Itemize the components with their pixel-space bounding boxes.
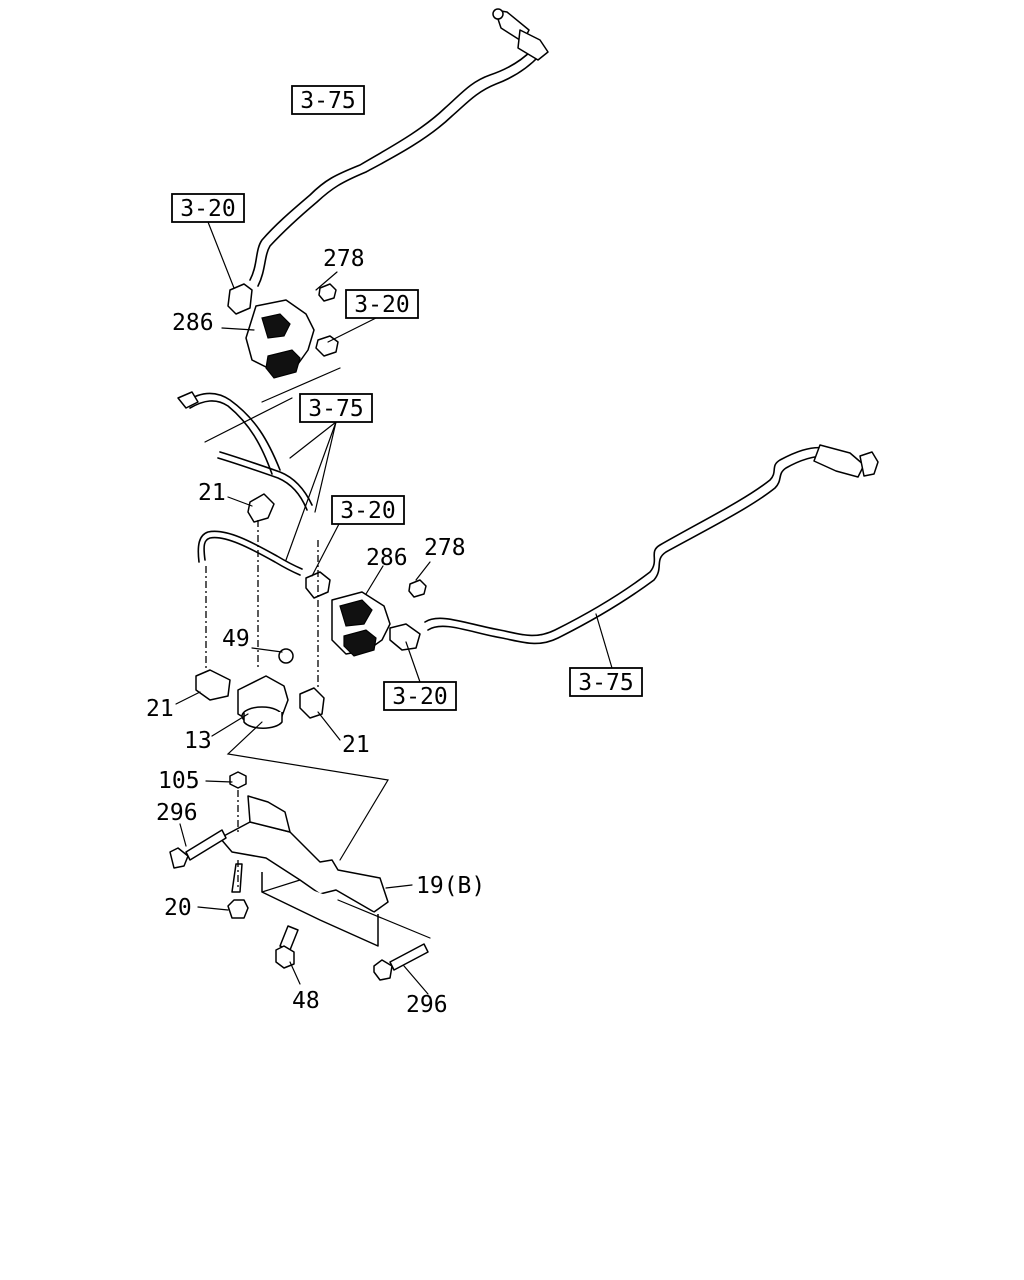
ref-box-3-20-upper-right[interactable]: 3-20 xyxy=(345,289,419,319)
part-number-13: 13 xyxy=(184,728,212,754)
bolt-296-right xyxy=(373,943,429,981)
part-number-19b: 19(B) xyxy=(416,873,485,899)
ref-label: 3-75 xyxy=(300,88,355,114)
fitting-21-left xyxy=(195,669,231,701)
part-number-286-upper: 286 xyxy=(172,310,214,336)
ref-box-3-75-right[interactable]: 3-75 xyxy=(569,667,643,697)
upper-relay-valve xyxy=(227,283,339,379)
ref-label: 3-20 xyxy=(340,498,395,524)
bolt-296-left xyxy=(169,829,227,869)
nut-105 xyxy=(229,771,247,789)
ref-box-3-20-upper-left[interactable]: 3-20 xyxy=(171,193,245,223)
ref-box-3-75-top[interactable]: 3-75 xyxy=(291,85,365,115)
valve-13 xyxy=(237,648,294,729)
ref-box-3-20-lower[interactable]: 3-20 xyxy=(383,681,457,711)
ref-label: 3-75 xyxy=(308,396,363,422)
middle-relay-valve xyxy=(305,571,427,657)
part-number-296-right: 296 xyxy=(406,992,448,1018)
fitting-21-top xyxy=(247,493,275,523)
ref-label: 3-20 xyxy=(180,196,235,222)
part-number-49: 49 xyxy=(222,626,250,652)
part-number-21-top: 21 xyxy=(198,480,226,506)
bracket-19b xyxy=(219,795,389,947)
ref-box-3-75-middle[interactable]: 3-75 xyxy=(299,393,373,423)
part-number-21-right: 21 xyxy=(342,732,370,758)
part-number-286-middle: 286 xyxy=(366,545,408,571)
ref-label: 3-20 xyxy=(392,684,447,710)
fitting-21-right xyxy=(299,687,325,719)
bolt-20 xyxy=(227,863,249,919)
part-number-278-upper: 278 xyxy=(323,246,365,272)
ref-label: 3-20 xyxy=(354,292,409,318)
middle-pipes xyxy=(177,391,313,576)
lower-air-pipe xyxy=(424,444,879,645)
bolt-48 xyxy=(275,925,299,969)
part-number-296-left: 296 xyxy=(156,800,198,826)
part-number-20: 20 xyxy=(164,895,192,921)
part-number-21-left: 21 xyxy=(146,696,174,722)
part-number-48: 48 xyxy=(292,988,320,1014)
ref-box-3-20-middle[interactable]: 3-20 xyxy=(331,495,405,525)
part-number-105: 105 xyxy=(158,768,200,794)
upper-air-pipe xyxy=(249,8,549,287)
part-number-278-middle: 278 xyxy=(424,535,466,561)
ref-label: 3-75 xyxy=(578,670,633,696)
